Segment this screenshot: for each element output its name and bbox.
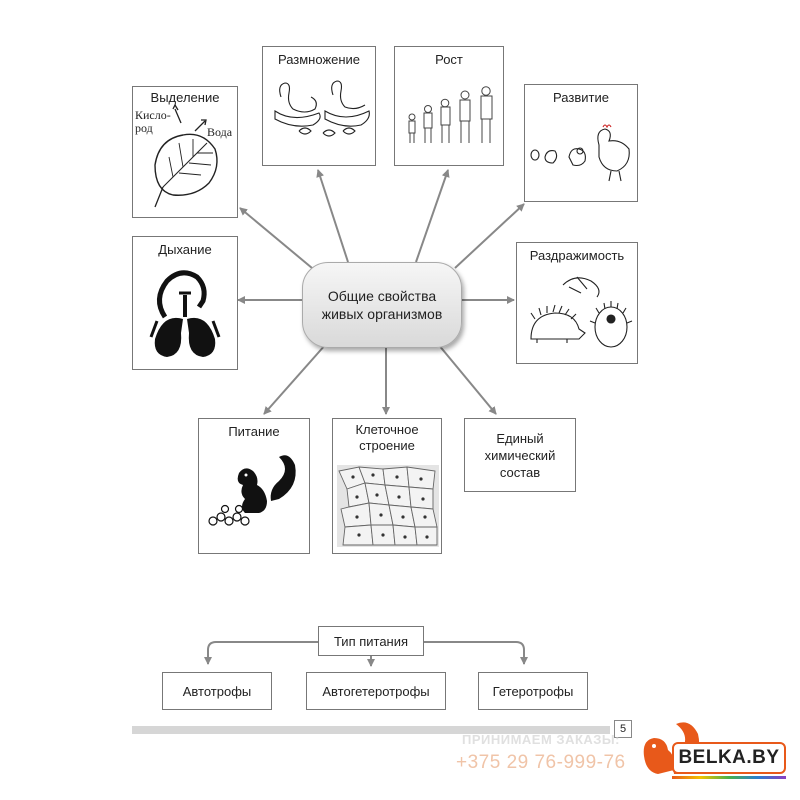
chemical-box: Единый химический состав [464, 418, 576, 492]
nutrition-type-heterotrophs-label: Гетеротрофы [492, 683, 574, 699]
development-box: Развитие [524, 84, 638, 202]
breathing-box: Дыхание [132, 236, 238, 370]
logo-badge: BELKA.BY [672, 742, 786, 774]
cells-icon [337, 465, 439, 547]
lungs-icon [149, 270, 221, 357]
arrow-reproduction [316, 169, 349, 263]
excretion-title: Выделение [150, 90, 220, 105]
logo-text: BELKA.BY [678, 747, 780, 768]
excretion-box: Выделение Кисло- род Вода [132, 86, 238, 218]
squirrel-icon [208, 455, 296, 526]
arrow-chemical [437, 343, 497, 415]
cellular-box: Клеточное строение [332, 418, 442, 554]
cellular-title: Клеточное строение [355, 422, 419, 453]
arrow-excretion [239, 207, 313, 269]
chicken-development-icon [530, 124, 630, 182]
nutrition-title: Питание [228, 424, 280, 439]
growth-title: Рост [435, 52, 463, 67]
leaf-icon [154, 103, 218, 208]
reproduction-title: Размножение [277, 52, 361, 67]
nutrition-type-autotrophs-label: Автотрофы [182, 683, 252, 699]
watermark-phone-text: +375 29 76-999-76 [456, 752, 626, 773]
hedgehog-icon [530, 276, 633, 348]
irritability-title: Раздражимость [529, 248, 625, 263]
growth-box: Рост [394, 46, 504, 166]
arrow-growth [415, 169, 450, 263]
swans-icon [274, 80, 370, 137]
nutrition-type-mixotrophs-label: Автогетеротрофы [322, 683, 430, 699]
center-label: Общие свойства живых организмов [321, 288, 443, 322]
nutrition-type-heterotrophs: Гетеротрофы [478, 672, 588, 710]
arrow-development [454, 203, 525, 269]
footer-bar [132, 726, 610, 734]
human-growth-icon [408, 86, 493, 143]
nutrition-type-root: Тип питания [318, 626, 424, 656]
nutrition-type-root-label: Тип питания [333, 633, 409, 649]
logo-underline [672, 776, 786, 779]
nutrition-box: Питание [198, 418, 310, 554]
excretion-water-label: Вода [207, 125, 233, 139]
development-title: Развитие [553, 90, 609, 105]
chemical-title: Единый химический состав [484, 430, 556, 480]
excretion-oxygen-label: Кисло- род [135, 108, 171, 135]
nutrition-type-mixotrophs: Автогетеротрофы [306, 672, 446, 710]
center-node: Общие свойства живых организмов [302, 262, 462, 348]
arrow-nutrition [263, 343, 327, 415]
breathing-title: Дыхание [158, 242, 212, 257]
page-number: 5 [614, 720, 632, 738]
irritability-box: Раздражимость [516, 242, 638, 364]
reproduction-box: Размножение [262, 46, 376, 166]
watermark-orders-text: ПРИНИМАЕМ ЗАКАЗЫ: [462, 732, 620, 747]
nutrition-type-autotrophs: Автотрофы [162, 672, 272, 710]
